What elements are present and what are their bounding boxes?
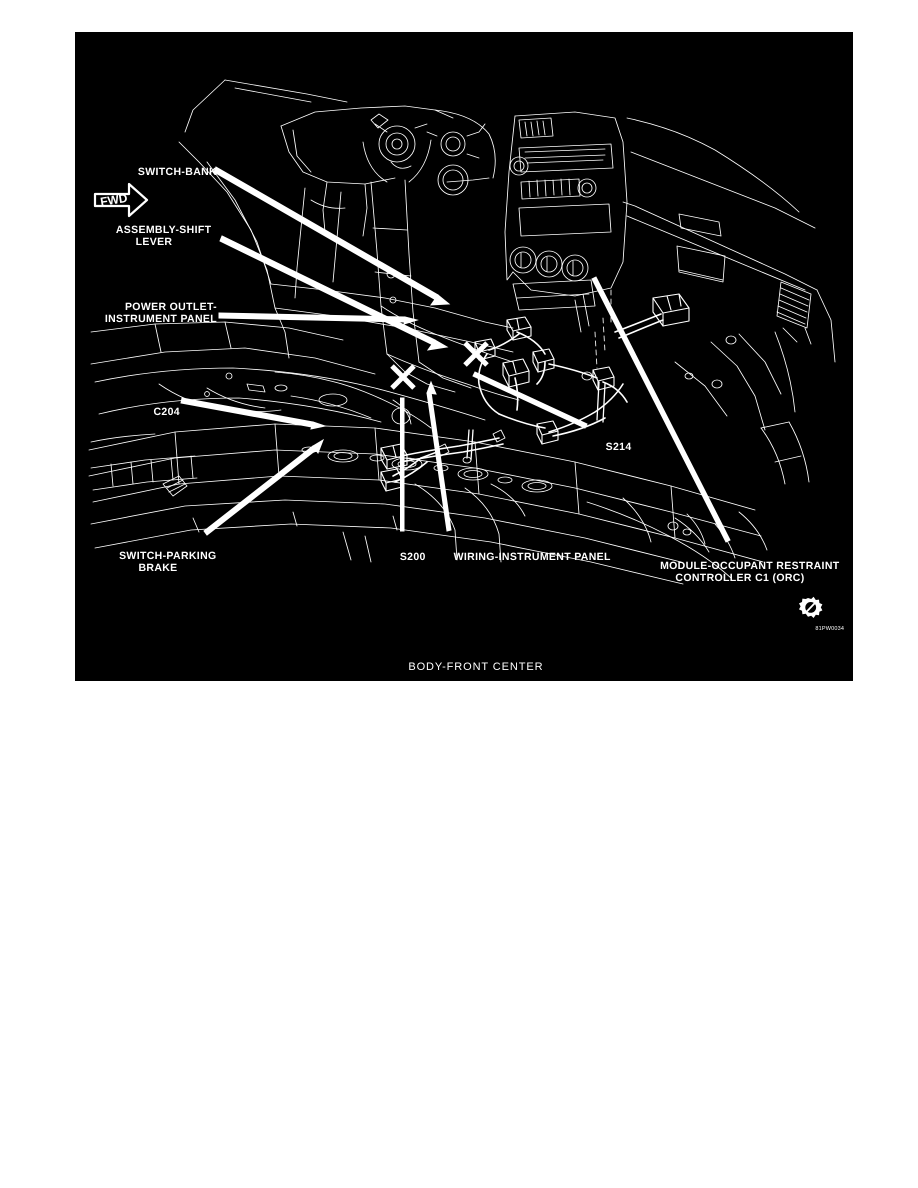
figure-caption: BODY-FRONT CENTER [75, 649, 853, 681]
figure-code-text: 81PW0034 [815, 626, 845, 632]
splice-markers [390, 341, 489, 390]
leader-c204 [180, 397, 314, 428]
dashboard-linework [88, 79, 836, 585]
splice-s200-marker [390, 364, 416, 390]
callout-power-outlet-instrument-panel-text: POWER OUTLET- INSTRUMENT PANEL [104, 300, 217, 326]
svg-text:FWD: FWD [99, 191, 129, 209]
leader-s200 [400, 397, 405, 532]
gear-mark-icon [799, 596, 823, 618]
callout-switch-bank: SWITCH-BANK [75, 153, 217, 191]
callout-switch-bank-text: SWITCH-BANK [137, 165, 217, 178]
callout-switch-parking-brake-text: SWITCH-PARKING BRAKE [119, 549, 217, 575]
fwd-arrow-icon: FWD [93, 182, 149, 218]
callout-assembly-shift-lever: ASSEMBLY-SHIFT LEVER [75, 211, 233, 261]
callout-s200-text: S200 [399, 550, 426, 563]
figure-code-label: 81PW0034 [805, 620, 844, 638]
callout-module-occupant-restraint-controller-text: MODULE-OCCUPANT RESTRAINT CONTROLLER C1 … [660, 559, 840, 585]
callout-leader-lines [180, 166, 731, 543]
leader-parking-brake [203, 445, 317, 536]
callout-c204-text: C204 [153, 405, 180, 418]
callout-s200: S200 [368, 538, 438, 576]
leader-arrow-power-outlet [403, 316, 419, 325]
figure-caption-text: BODY-FRONT CENTER [408, 661, 544, 673]
callout-s214: S214 [586, 428, 656, 466]
callout-assembly-shift-lever-text: ASSEMBLY-SHIFT LEVER [115, 223, 212, 249]
leader-arrow-shift-lever [426, 339, 449, 351]
leader-orc [591, 276, 731, 543]
leader-s214 [472, 371, 588, 429]
callout-s214-text: S214 [605, 440, 632, 453]
callout-wiring-instrument-panel-text: WIRING-INSTRUMENT PANEL [453, 550, 611, 563]
callout-module-occupant-restraint-controller: MODULE-OCCUPANT RESTRAINT CONTROLLER C1 … [629, 547, 851, 597]
leader-arrow-wiring-ip [426, 380, 437, 395]
figure-plate: FWD SWITCH-BANK ASSEMBLY-SHIFT LEVER POW… [75, 32, 853, 681]
callout-power-outlet-instrument-panel: POWER OUTLET- INSTRUMENT PANEL [75, 288, 217, 338]
leader-arrow-c204 [310, 421, 327, 430]
vehicle-interior-illustration: FWD [88, 79, 836, 618]
splice-s214-marker [463, 341, 489, 367]
leader-shift-lever [219, 235, 436, 346]
callout-wiring-instrument-panel: WIRING-INSTRUMENT PANEL [434, 538, 634, 576]
callout-switch-parking-brake: SWITCH-PARKING BRAKE [85, 537, 231, 587]
leader-arrow-switch-bank [430, 294, 451, 306]
leader-arrow-parking-brake [312, 438, 324, 455]
callout-c204: C204 [75, 393, 180, 431]
